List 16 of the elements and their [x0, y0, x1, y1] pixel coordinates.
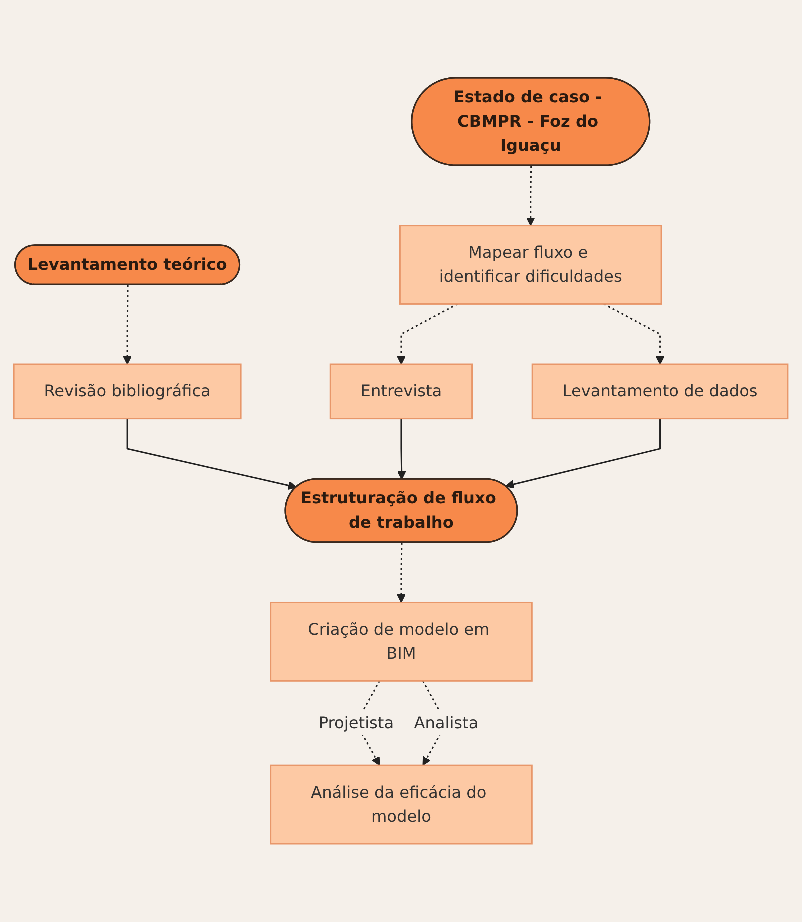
arrow	[123, 285, 132, 365]
node-box: Criação de modelo em BIM	[270, 602, 533, 682]
arrow	[397, 418, 406, 480]
arrow	[397, 542, 406, 604]
node-box: Entrevista	[330, 364, 474, 420]
node-box: Análise da eficácia do modelo	[270, 764, 533, 845]
node-box: Mapear fluxo e identificar dificuldades	[399, 225, 662, 305]
arrow	[126, 418, 298, 490]
edge-label: Analista	[414, 713, 479, 732]
arrow	[526, 166, 536, 226]
node-box: Levantamento de dados	[532, 364, 789, 420]
arrow	[506, 418, 662, 489]
arrow	[604, 304, 665, 365]
arrow	[397, 304, 458, 365]
node-box: Revisão bibliográfica	[13, 364, 242, 420]
edge-label: Projetista	[318, 713, 394, 732]
